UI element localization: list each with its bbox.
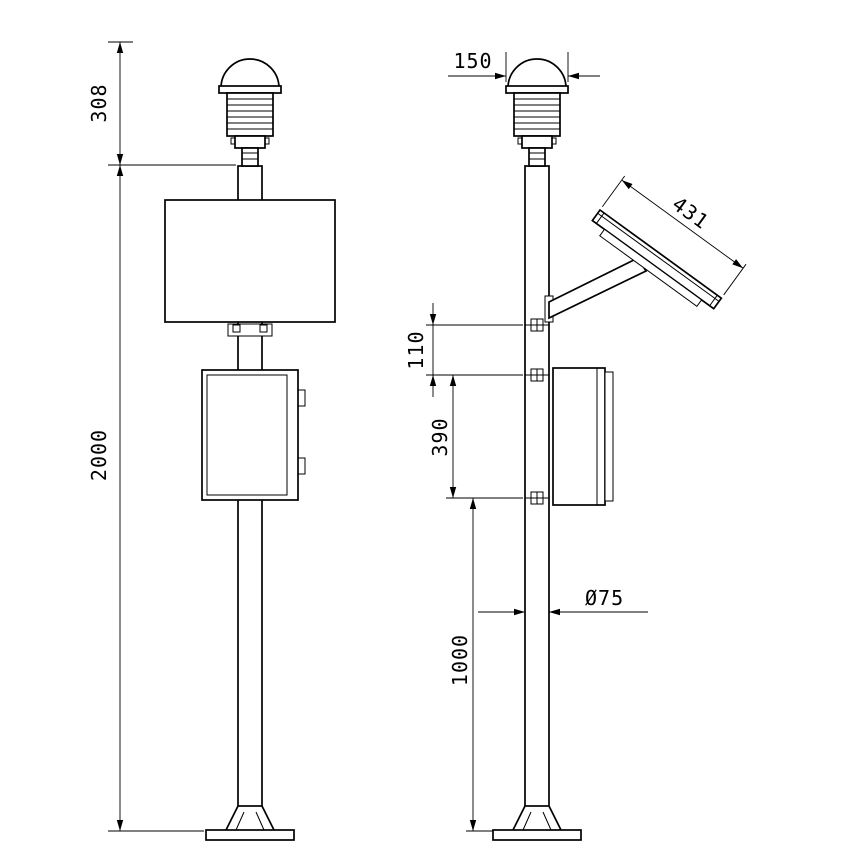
dim-150-group: 150 — [448, 49, 600, 82]
base-gussets — [235, 811, 265, 831]
weather-sensor-front — [218, 58, 282, 167]
extension-lines — [505, 52, 569, 82]
box-door-edge — [604, 371, 614, 502]
extension-lines — [426, 324, 523, 376]
panel-support-arm — [548, 256, 648, 320]
side-view: 431 — [404, 49, 747, 841]
base-flange-front — [205, 805, 295, 841]
bracket-bolt-icon — [259, 324, 268, 333]
front-dimensions: 308 2000 — [87, 41, 236, 832]
dim-sensor-width: 150 — [453, 49, 492, 73]
control-box-front — [201, 369, 306, 501]
dim-box-section: 390 — [428, 417, 452, 456]
solar-panel-front — [164, 199, 336, 337]
base-plate-front — [205, 829, 295, 841]
dim-110-group: 110 — [404, 303, 523, 397]
dim-1000-group: 1000 — [448, 498, 493, 832]
sensor-dome — [220, 58, 280, 89]
base-gussets — [522, 811, 552, 831]
box-door — [206, 374, 288, 496]
pole-clamps — [525, 318, 549, 505]
base-flange-side — [492, 805, 582, 841]
dim-solar-panel-length: 431 — [668, 192, 714, 234]
clamp-icon — [525, 318, 549, 332]
panel-mount-bracket — [227, 323, 273, 337]
dim-390-group: 390 — [428, 375, 523, 499]
pole-side — [524, 165, 550, 807]
panel-back-rail — [599, 228, 703, 308]
dim-clamp-gap: 110 — [404, 330, 428, 369]
bracket-bolt-icon — [232, 324, 241, 333]
dim-diameter-group: Ø75 — [478, 586, 648, 616]
dim-pole-diameter: Ø75 — [585, 586, 624, 610]
dim-lower-section: 1000 — [448, 634, 472, 686]
extension-lines — [601, 175, 747, 296]
extension-lines — [108, 41, 236, 832]
control-box-side — [552, 367, 614, 506]
clamp-icon — [525, 491, 549, 505]
clamp-icon — [525, 368, 549, 382]
door-hinge-icon — [297, 457, 306, 475]
sensor-dome — [507, 58, 567, 89]
solar-panel-side: 431 — [591, 175, 747, 310]
base-plate-side — [492, 829, 582, 841]
front-view: 308 2000 — [87, 41, 336, 841]
door-hinge-icon — [297, 389, 306, 407]
dim-sensor-height: 308 — [87, 83, 111, 122]
dimension-line — [621, 179, 744, 269]
weather-sensor-side — [505, 58, 569, 167]
dim-total-height: 2000 — [87, 429, 111, 481]
